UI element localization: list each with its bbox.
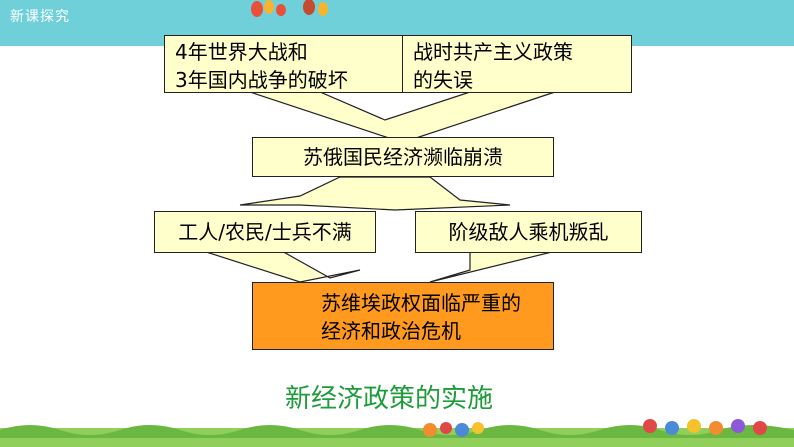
- result-text: 新经济政策的实施: [285, 378, 493, 415]
- discontent-box: 工人/农民/士兵不满: [154, 211, 376, 253]
- merge-arrow-right: [430, 250, 560, 282]
- economic-collapse-box: 苏俄国民经济濒临崩溃: [252, 137, 554, 177]
- rebellion-text: 阶级敌人乘机叛乱: [449, 218, 609, 246]
- grass-decoration: [0, 418, 794, 447]
- crisis-line2: 经济和政治危机: [321, 317, 553, 345]
- cause-policy-line1: 战时共产主义政策: [413, 38, 621, 66]
- cause-policy-line2: 的失误: [413, 66, 621, 94]
- economic-collapse-text: 苏俄国民经济濒临崩溃: [303, 143, 503, 171]
- discontent-text: 工人/农民/士兵不满: [178, 218, 351, 246]
- rebellion-box: 阶级敌人乘机叛乱: [415, 211, 642, 253]
- merge-arrow-top: [250, 92, 555, 140]
- crisis-line1: 苏维埃政权面临严重的: [321, 289, 553, 317]
- cause-box-policy: 战时共产主义政策 的失误: [402, 35, 632, 93]
- cause-war-line2: 3年国内战争的破坏: [175, 66, 393, 94]
- crisis-box: 苏维埃政权面临严重的 经济和政治危机: [252, 282, 554, 350]
- split-arrow-middle: [240, 177, 510, 210]
- merge-arrow-left: [200, 250, 360, 282]
- cause-box-war: 4年世界大战和 3年国内战争的破坏: [164, 35, 404, 93]
- cause-war-line1: 4年世界大战和: [175, 38, 393, 66]
